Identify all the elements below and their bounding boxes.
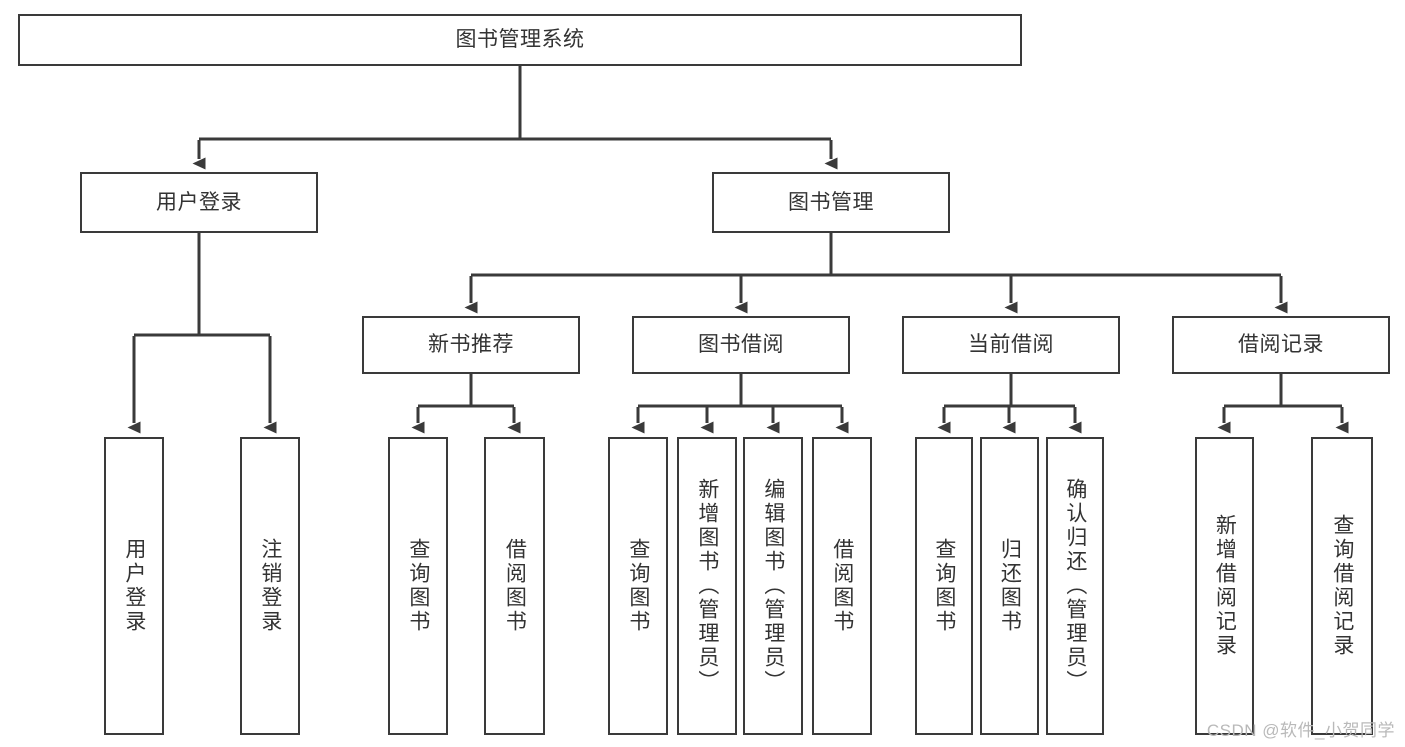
- leaf-node-label: 编辑图书（管理员）: [761, 478, 785, 694]
- leaf-node-label: 用户登录: [122, 538, 146, 634]
- leaf-node[interactable]: 查询图书: [915, 437, 973, 735]
- node-book-borrow-label: 图书借阅: [698, 333, 784, 357]
- leaf-node-label: 借阅图书: [503, 538, 527, 634]
- leaf-node[interactable]: 新增借阅记录: [1195, 437, 1254, 735]
- node-borrow-record-label: 借阅记录: [1238, 333, 1324, 357]
- leaf-node[interactable]: 新增图书（管理员）: [677, 437, 737, 735]
- node-book-management-label: 图书管理: [788, 190, 874, 214]
- leaf-node-label: 查询图书: [626, 538, 650, 634]
- leaf-node[interactable]: 归还图书: [980, 437, 1039, 735]
- leaf-node[interactable]: 编辑图书（管理员）: [743, 437, 803, 735]
- leaf-node-label: 确认归还（管理员）: [1063, 478, 1087, 694]
- leaf-node-label: 查询借阅记录: [1330, 514, 1354, 658]
- leaf-node-label: 归还图书: [998, 538, 1022, 634]
- node-root-label: 图书管理系统: [455, 28, 585, 52]
- leaf-node[interactable]: 查询图书: [608, 437, 668, 735]
- watermark-text: CSDN @软件_小贺同学: [1206, 721, 1395, 740]
- node-book-management[interactable]: 图书管理: [712, 172, 950, 233]
- leaf-node-label: 注销登录: [258, 538, 282, 634]
- leaf-node-label: 查询图书: [406, 538, 430, 634]
- leaf-node[interactable]: 用户登录: [104, 437, 164, 735]
- leaf-node-label: 借阅图书: [830, 538, 854, 634]
- node-root-system[interactable]: 图书管理系统: [18, 14, 1022, 66]
- node-current-borrow[interactable]: 当前借阅: [902, 316, 1120, 374]
- node-current-borrow-label: 当前借阅: [968, 333, 1054, 357]
- leaf-node-label: 新增图书（管理员）: [695, 478, 719, 694]
- node-borrow-record[interactable]: 借阅记录: [1172, 316, 1390, 374]
- leaf-node[interactable]: 确认归还（管理员）: [1046, 437, 1104, 735]
- leaf-node[interactable]: 注销登录: [240, 437, 300, 735]
- leaf-node[interactable]: 查询借阅记录: [1311, 437, 1373, 735]
- node-user-login[interactable]: 用户登录: [80, 172, 318, 233]
- leaf-node[interactable]: 借阅图书: [812, 437, 872, 735]
- leaf-node[interactable]: 借阅图书: [484, 437, 545, 735]
- leaf-node-label: 查询图书: [932, 538, 956, 634]
- node-new-book-recommend-label: 新书推荐: [428, 333, 514, 357]
- node-book-borrow[interactable]: 图书借阅: [632, 316, 850, 374]
- node-user-login-label: 用户登录: [156, 190, 242, 214]
- leaf-node-label: 新增借阅记录: [1213, 514, 1237, 658]
- node-new-book-recommend[interactable]: 新书推荐: [362, 316, 580, 374]
- leaf-node[interactable]: 查询图书: [388, 437, 448, 735]
